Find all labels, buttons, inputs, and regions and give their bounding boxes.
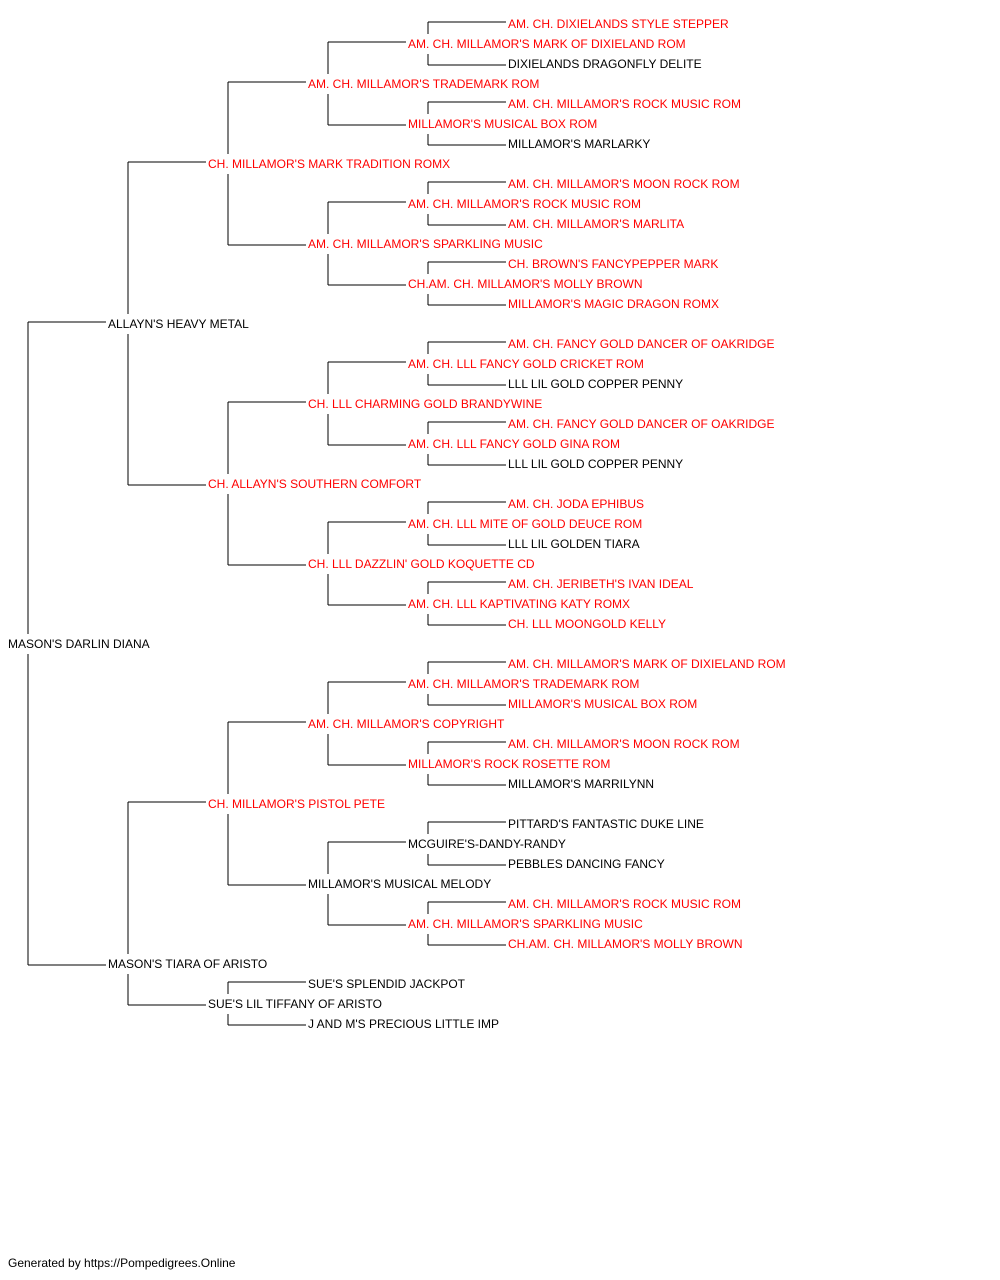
pedigree-name-dam-dam: SUE'S LIL TIFFANY OF ARISTO (208, 997, 382, 1011)
pedigree-name-sire-dam-sire-sire-sire: AM. CH. FANCY GOLD DANCER OF OAKRIDGE (508, 337, 774, 351)
pedigree-name-sire-dam-dam-sire: AM. CH. LLL MITE OF GOLD DEUCE ROM (408, 517, 642, 531)
pedigree-name-dam-sire-dam: MILLAMOR'S MUSICAL MELODY (308, 877, 491, 891)
pedigree-name-sire-dam-dam-sire-sire: AM. CH. JODA EPHIBUS (508, 497, 644, 511)
pedigree-name-sire-sire-dam: AM. CH. MILLAMOR'S SPARKLING MUSIC (308, 237, 543, 251)
pedigree-name-sire-sire-dam-sire-dam: AM. CH. MILLAMOR'S MARLITA (508, 217, 684, 231)
pedigree-name-sire-dam-dam-dam: AM. CH. LLL KAPTIVATING KATY ROMX (408, 597, 630, 611)
pedigree-name-subject: MASON'S DARLIN DIANA (8, 637, 150, 651)
pedigree-name-sire-dam: CH. ALLAYN'S SOUTHERN COMFORT (208, 477, 422, 491)
pedigree-name-sire-sire-dam-dam: CH.AM. CH. MILLAMOR'S MOLLY BROWN (408, 277, 643, 291)
pedigree-name-dam-sire-sire-sire: AM. CH. MILLAMOR'S TRADEMARK ROM (408, 677, 639, 691)
pedigree-name-dam-sire: CH. MILLAMOR'S PISTOL PETE (208, 797, 385, 811)
pedigree-name-dam-sire-dam-dam-sire: AM. CH. MILLAMOR'S ROCK MUSIC ROM (508, 897, 741, 911)
pedigree-name-dam-sire-sire-dam-dam: MILLAMOR'S MARRILYNN (508, 777, 654, 791)
pedigree-name-sire-sire-sire-sire: AM. CH. MILLAMOR'S MARK OF DIXIELAND ROM (408, 37, 686, 51)
pedigree-name-sire-sire-sire: AM. CH. MILLAMOR'S TRADEMARK ROM (308, 77, 539, 91)
pedigree-name-dam-sire-dam-sire-sire: PITTARD'S FANTASTIC DUKE LINE (508, 817, 704, 831)
footer-credit: Generated by https://Pompedigrees.Online (8, 1256, 236, 1270)
pedigree-name-dam-sire-dam-dam: AM. CH. MILLAMOR'S SPARKLING MUSIC (408, 917, 643, 931)
pedigree-name-dam-sire-sire: AM. CH. MILLAMOR'S COPYRIGHT (308, 717, 505, 731)
pedigree-name-dam-sire-sire-sire-dam: MILLAMOR'S MUSICAL BOX ROM (508, 697, 697, 711)
pedigree-name-dam-sire-dam-dam-dam: CH.AM. CH. MILLAMOR'S MOLLY BROWN (508, 937, 743, 951)
pedigree-name-sire-dam-sire-dam-dam: LLL LIL GOLD COPPER PENNY (508, 457, 683, 471)
pedigree-name-sire-dam-sire-dam: AM. CH. LLL FANCY GOLD GINA ROM (408, 437, 620, 451)
pedigree-name-sire-sire-sire-dam: MILLAMOR'S MUSICAL BOX ROM (408, 117, 597, 131)
pedigree-name-sire-sire-dam-sire: AM. CH. MILLAMOR'S ROCK MUSIC ROM (408, 197, 641, 211)
pedigree-name-sire-dam-sire: CH. LLL CHARMING GOLD BRANDYWINE (308, 397, 542, 411)
pedigree-name-sire-sire: CH. MILLAMOR'S MARK TRADITION ROMX (208, 157, 450, 171)
pedigree-name-sire-sire-sire-sire-dam: DIXIELANDS DRAGONFLY DELITE (508, 57, 702, 71)
pedigree-name-dam-dam-dam: J AND M'S PRECIOUS LITTLE IMP (308, 1017, 499, 1031)
pedigree-name-sire-sire-dam-dam-dam: MILLAMOR'S MAGIC DRAGON ROMX (508, 297, 719, 311)
pedigree-name-dam-sire-sire-sire-sire: AM. CH. MILLAMOR'S MARK OF DIXIELAND ROM (508, 657, 786, 671)
pedigree-name-sire-sire-sire-dam-dam: MILLAMOR'S MARLARKY (508, 137, 650, 151)
pedigree-name-sire-sire-dam-dam-sire: CH. BROWN'S FANCYPEPPER MARK (508, 257, 718, 271)
pedigree-name-dam-dam-sire: SUE'S SPLENDID JACKPOT (308, 977, 466, 991)
pedigree-name-sire: ALLAYN'S HEAVY METAL (108, 317, 249, 331)
pedigree-name-sire-dam-sire-sire-dam: LLL LIL GOLD COPPER PENNY (508, 377, 683, 391)
pedigree-name-sire-dam-dam-dam-sire: AM. CH. JERIBETH'S IVAN IDEAL (508, 577, 694, 591)
pedigree-name-dam-sire-dam-sire-dam: PEBBLES DANCING FANCY (508, 857, 665, 871)
pedigree-name-sire-sire-sire-dam-sire: AM. CH. MILLAMOR'S ROCK MUSIC ROM (508, 97, 741, 111)
pedigree-name-sire-dam-sire-dam-sire: AM. CH. FANCY GOLD DANCER OF OAKRIDGE (508, 417, 774, 431)
pedigree-name-sire-dam-sire-sire: AM. CH. LLL FANCY GOLD CRICKET ROM (408, 357, 644, 371)
pedigree-name-dam-sire-dam-sire: MCGUIRE'S-DANDY-RANDY (408, 837, 566, 851)
pedigree-name-sire-sire-sire-sire-sire: AM. CH. DIXIELANDS STYLE STEPPER (508, 17, 729, 31)
pedigree-name-sire-dam-dam: CH. LLL DAZZLIN' GOLD KOQUETTE CD (308, 557, 535, 571)
pedigree-name-sire-dam-dam-dam-dam: CH. LLL MOONGOLD KELLY (508, 617, 666, 631)
pedigree-name-sire-dam-dam-sire-dam: LLL LIL GOLDEN TIARA (508, 537, 640, 551)
pedigree-name-dam: MASON'S TIARA OF ARISTO (108, 957, 267, 971)
pedigree-name-dam-sire-sire-dam: MILLAMOR'S ROCK ROSETTE ROM (408, 757, 610, 771)
pedigree-name-dam-sire-sire-dam-sire: AM. CH. MILLAMOR'S MOON ROCK ROM (508, 737, 740, 751)
pedigree-name-sire-sire-dam-sire-sire: AM. CH. MILLAMOR'S MOON ROCK ROM (508, 177, 740, 191)
